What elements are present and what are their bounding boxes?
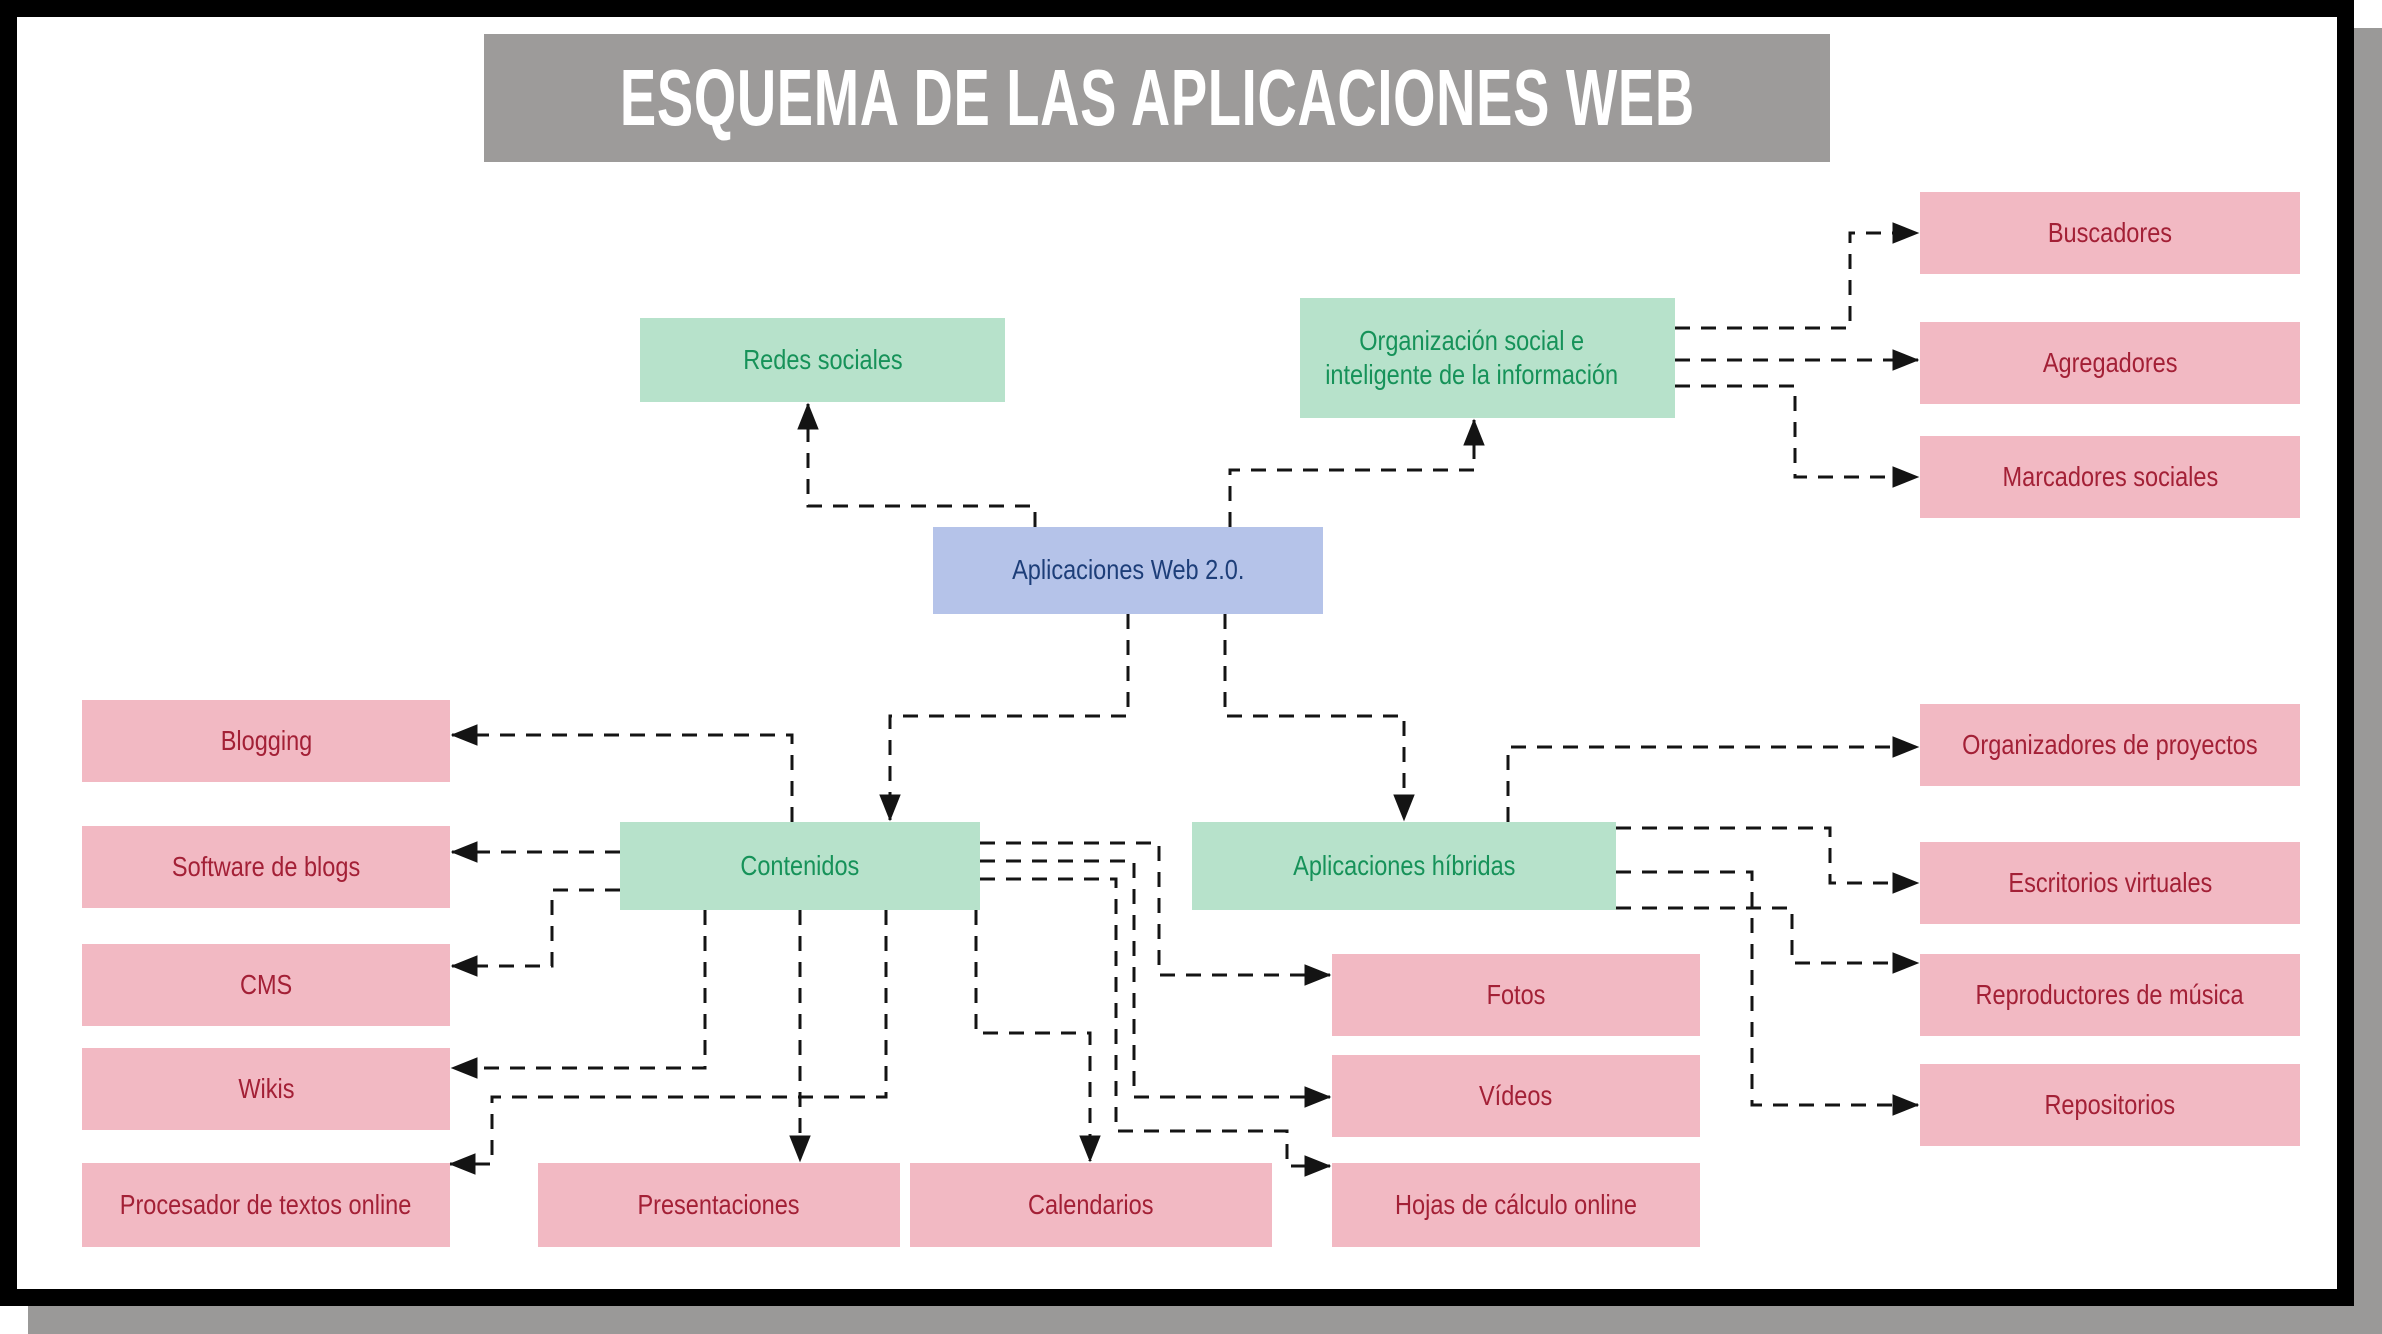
node-blogging: Blogging	[82, 700, 450, 782]
node-hojas: Hojas de cálculo online	[1332, 1163, 1700, 1247]
edge-contenidos-wikis	[450, 910, 707, 1079]
edge-contenidos-cms	[450, 888, 620, 977]
node-agregadores: Agregadores	[1920, 322, 2300, 404]
edge-organizacion-marcadores	[1675, 384, 1920, 488]
node-calendarios: Calendarios	[910, 1163, 1272, 1247]
edge-hibridas-reproductores	[1616, 906, 1920, 974]
node-buscadores: Buscadores	[1920, 192, 2300, 274]
edge-hibridas-escritorios	[1616, 826, 1920, 894]
node-cms: CMS	[82, 944, 450, 1026]
node-hibridas: Aplicaciones híbridas	[1192, 822, 1616, 910]
edge-contenidos-procesador	[448, 910, 888, 1175]
node-marcadores: Marcadores sociales	[1920, 436, 2300, 518]
edge-contenidos-blogging	[450, 724, 794, 822]
node-wikis: Wikis	[82, 1048, 450, 1130]
node-organizadores: Organizadores de proyectos	[1920, 704, 2300, 786]
edge-contenidos-hojas	[980, 877, 1332, 1177]
edge-organizacion-buscadores	[1675, 222, 1920, 330]
node-presentaciones: Presentaciones	[538, 1163, 900, 1247]
edge-web20-organizacion	[1228, 418, 1485, 527]
edge-web20-redes	[797, 402, 1037, 527]
edge-contenidos-fotos	[980, 841, 1332, 986]
node-fotos: Fotos	[1332, 954, 1700, 1036]
edge-contenidos-videos	[980, 859, 1332, 1108]
node-redes: Redes sociales	[640, 318, 1005, 402]
node-escritorios: Escritorios virtuales	[1920, 842, 2300, 924]
edge-hibridas-repositorios	[1616, 870, 1920, 1116]
edge-web20-contenidos	[879, 614, 1130, 822]
edge-contenidos-calendarios	[974, 910, 1101, 1163]
node-videos: Vídeos	[1332, 1055, 1700, 1137]
page-title: ESQUEMA DE LAS APLICACIONES WEB	[484, 34, 1830, 162]
node-reproductores: Reproductores de música	[1920, 954, 2300, 1036]
node-web20: Aplicaciones Web 2.0.	[933, 527, 1323, 614]
node-software: Software de blogs	[82, 826, 450, 908]
node-organizacion: Organización social e inteligente de la …	[1300, 298, 1675, 418]
edge-web20-hibridas	[1223, 614, 1415, 822]
node-repositorios: Repositorios	[1920, 1064, 2300, 1146]
node-contenidos: Contenidos	[620, 822, 980, 910]
edge-hibridas-organizadores	[1506, 736, 1920, 822]
node-procesador: Procesador de textos online	[82, 1163, 450, 1247]
page-title-label: ESQUEMA DE LAS APLICACIONES WEB	[619, 53, 1695, 142]
